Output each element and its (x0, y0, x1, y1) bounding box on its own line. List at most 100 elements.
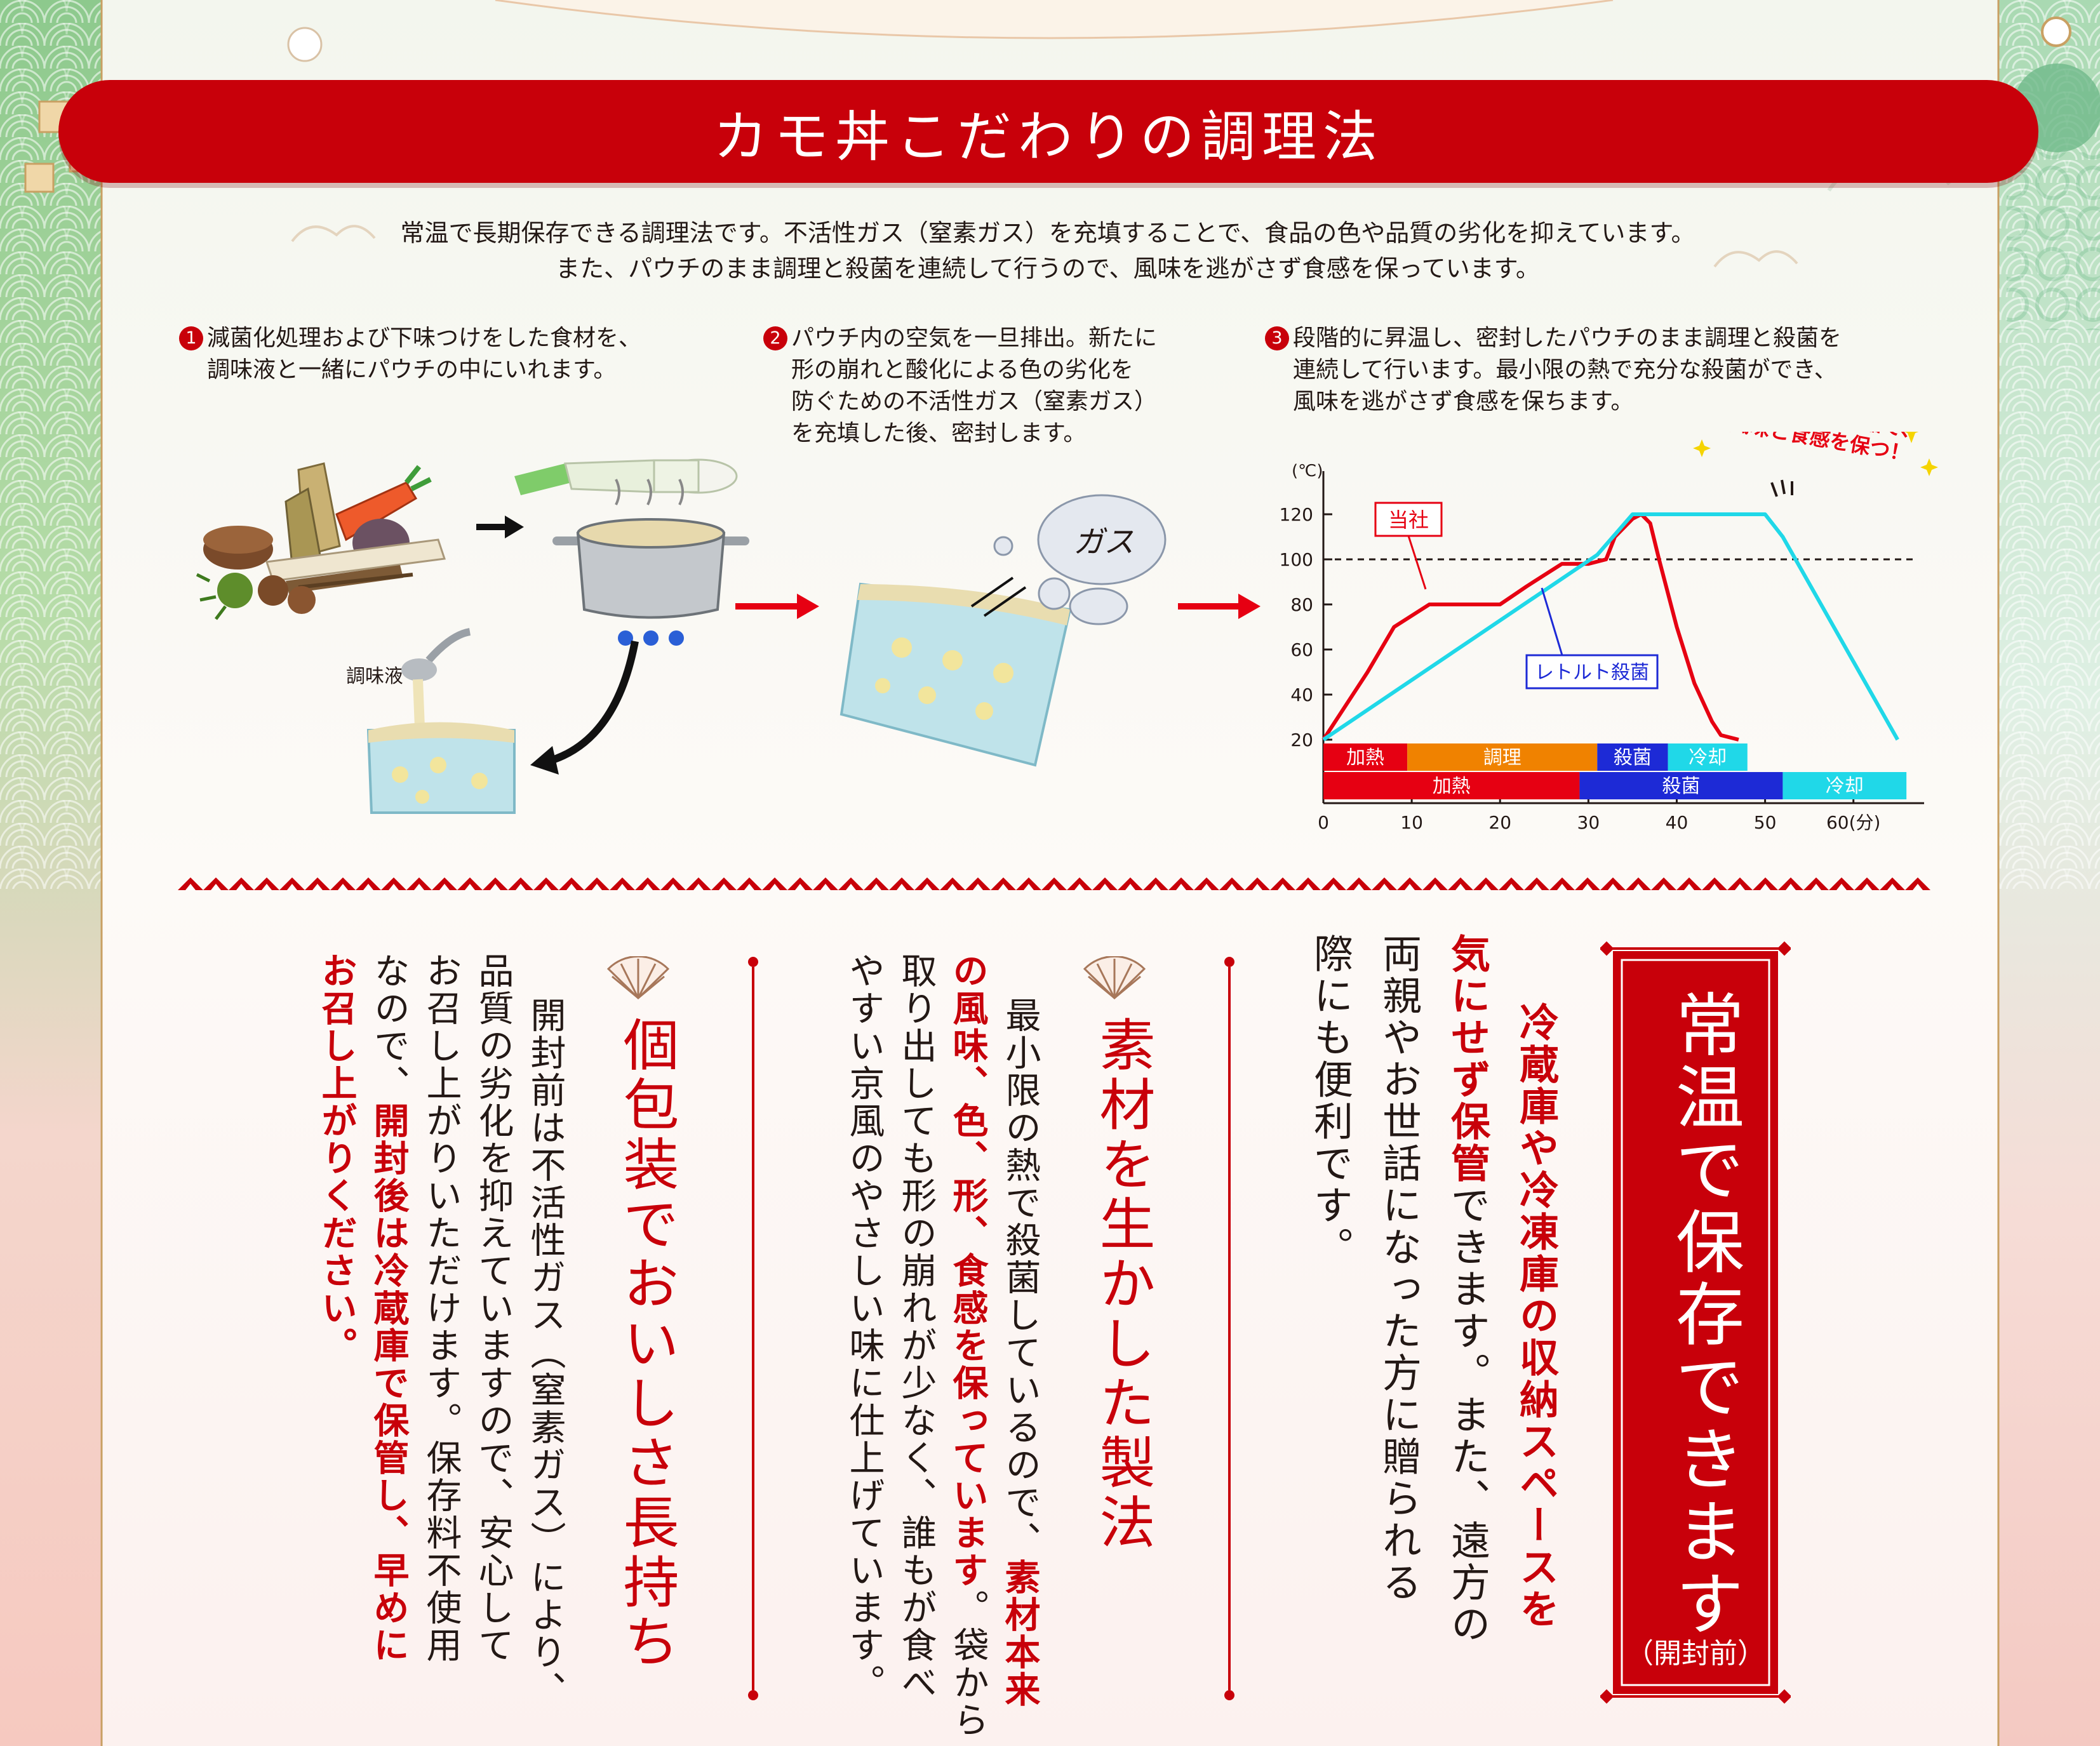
y-tick-label: 120 (1280, 504, 1313, 525)
daikon-illustration (514, 458, 738, 495)
phase-label: 殺菌 (1662, 775, 1700, 797)
legend-leader-retort (1541, 587, 1563, 656)
y-tick-label: 40 (1290, 684, 1313, 705)
intro-line-2: また、パウチのまま調理と殺菌を連続して行うので、風味を逃がさず食感を保っています… (556, 255, 1540, 283)
pouch-1-illustration (366, 722, 516, 814)
storage-body-col4: 際にも便利です。 (1307, 933, 1353, 1269)
vegetables-illustration (196, 462, 446, 620)
chart-annotation: 殺菌時間の短縮で、風味と食感を保つ！ (1728, 432, 1923, 466)
gas-cloud: ガス (970, 494, 1167, 625)
ingredients-body-col2-text: 。袋から (947, 1589, 989, 1739)
packaging-body-col3: お召し上がりいただけます。保存料不使用 (420, 952, 462, 1664)
step-3-number: 3 (1265, 326, 1289, 350)
legend-leader-tousha (1407, 535, 1427, 590)
x-tick-label: 20 (1488, 812, 1511, 833)
x-tick-label: 30 (1577, 812, 1600, 833)
step-3-line-1: 段階的に昇温し、密封したパウチのまま調理と殺菌を (1293, 325, 1842, 351)
ingredients-body-col2-highlight: の風味、色、形、食感を保っています (947, 952, 989, 1589)
packaging-body-col5: お召し上がりください。 (316, 952, 358, 1364)
chart-series-lines (1321, 512, 1899, 742)
separator-2 (748, 957, 758, 1700)
storage-body-col1: 冷蔵庫や冷凍庫の収納スペースを (1513, 1002, 1559, 1630)
phase-bar-調理 (1407, 743, 1598, 771)
step-1-number: 1 (179, 326, 203, 350)
y-tick-label: 100 (1280, 549, 1313, 570)
x-tick-label: 10 (1400, 812, 1423, 833)
y-tick-label: 20 (1290, 730, 1313, 750)
phase-bar-冷却 (1782, 772, 1907, 799)
y-tick-label: 80 (1290, 594, 1313, 615)
storage-body-col3: 両親やお世話になった方に贈られる (1375, 933, 1422, 1604)
phase-bar-加熱 (1323, 743, 1408, 771)
step-1-line-2: 調味液と一緒にパウチの中にいれます。 (207, 357, 617, 383)
y-axis-label: (℃) (1292, 462, 1323, 481)
fan-icon (606, 956, 670, 1000)
phase-label: 殺菌 (1614, 747, 1652, 769)
ingredients-body-col3: 取り出しても形の崩れが少なく、誰もが食べ (895, 952, 937, 1702)
series-line-0 (1321, 512, 1739, 742)
legend-box-tousha (1374, 502, 1443, 537)
phase-label: 冷却 (1689, 747, 1727, 769)
packaging-body-col2: 品質の劣化を抑えていますので、安心して (472, 952, 514, 1664)
ingredients-body-col2: の風味、色、形、食感を保っています。袋から (944, 952, 992, 1739)
emphasis-lines-icon (1770, 479, 1793, 497)
seasoning-label: 調味液 (346, 665, 403, 688)
legend-label-tousha: 当社 (1388, 508, 1429, 532)
x-tick-label: 50 (1754, 812, 1777, 833)
y-tick-label: 60 (1290, 639, 1313, 660)
pot-illustration (552, 479, 749, 646)
step-2-number: 2 (763, 326, 787, 350)
step-1-line-1: 減菌化処理および下味つけをした食材を、 (207, 325, 642, 351)
storage-banner-sub: （開封前） (1626, 1637, 1765, 1670)
ingredients-body-col1: 最小限の熱で殺菌しているので、素材本来 (996, 997, 1044, 1709)
legend-label-retort: レトルト殺菌 (1535, 662, 1649, 684)
x-tick-label: 0 (1318, 812, 1329, 833)
storage-banner-frame (1600, 941, 1791, 1704)
storage-banner-title: 常温で保存できます (1664, 989, 1744, 1641)
process-illustrations: 調味液 ガス (196, 458, 1261, 814)
intro-line-1: 常温で長期保存できる調理法です。不活性ガス（窒素ガス）を充填することで、食品の色… (400, 219, 1695, 247)
step-2-line-4: を充填した後、密封します。 (791, 420, 1087, 446)
fan-icon (1083, 956, 1146, 1000)
legend-box-retort (1525, 654, 1659, 690)
gas-label: ガス (1073, 524, 1134, 560)
decorative-divider (178, 874, 1930, 890)
packaging-body-col4-text: なので、 (368, 952, 410, 1102)
chart-phase-bars (1323, 743, 1907, 799)
ingredients-body-col1-highlight: 素材本来 (999, 1559, 1041, 1709)
x-tick-label: 40 (1666, 812, 1689, 833)
phase-label: 冷却 (1826, 775, 1864, 797)
sparkle-icon (1904, 432, 1919, 443)
phase-bar-殺菌 (1597, 743, 1668, 771)
ingredients-body-col1-text: 最小限の熱で殺菌しているので、 (1000, 997, 1041, 1559)
ingredients-title: 素材を生かした製法 (1090, 1016, 1156, 1553)
title-banner: カモ丼こだわりの調理法 (58, 80, 2038, 183)
page-title: カモ丼こだわりの調理法 (713, 105, 1384, 169)
series-line-1 (1322, 512, 1899, 742)
packaging-title: 個包装でおいしさ長持ち (614, 1016, 679, 1672)
sparkle-icon (1693, 439, 1711, 457)
phase-bar-加熱 (1323, 772, 1580, 799)
packaging-body-col4: なので、開封後は冷蔵庫で保管し、早めに (364, 952, 413, 1664)
sparkle-icon (1920, 458, 1938, 476)
x-tick-label: 60(分) (1826, 812, 1880, 833)
ingredients-body-col4: やすい京風のやさしい味に仕上げています。 (843, 952, 885, 1702)
phase-bar-殺菌 (1579, 772, 1783, 799)
separator-1 (1224, 957, 1234, 1700)
storage-body-col2-highlight: 気にせず保管 (1444, 933, 1490, 1185)
packaging-body-col4-highlight: 開封後は冷蔵庫で保管し、早めに (368, 1102, 410, 1664)
pouch-2-illustration (839, 582, 1072, 767)
storage-body-col2: 気にせず保管できます。また、遠方の (1441, 933, 1492, 1646)
step-2-line-2: 形の崩れと酸化による色の劣化を (791, 357, 1134, 383)
packaging-body-col1: 開封前は不活性ガス（窒素ガス）により、 (525, 997, 566, 1709)
phase-bar-冷却 (1668, 743, 1748, 771)
phase-label: 加熱 (1433, 775, 1471, 797)
step-3-line-2: 連続して行います。最小限の熱で充分な殺菌ができ、 (1293, 357, 1837, 383)
step-3-line-3: 風味を逃がさず食感を保ちます。 (1293, 389, 1634, 415)
phase-label: 調理 (1483, 747, 1521, 769)
storage-body-col2-text: できます。また、遠方の (1444, 1185, 1490, 1646)
